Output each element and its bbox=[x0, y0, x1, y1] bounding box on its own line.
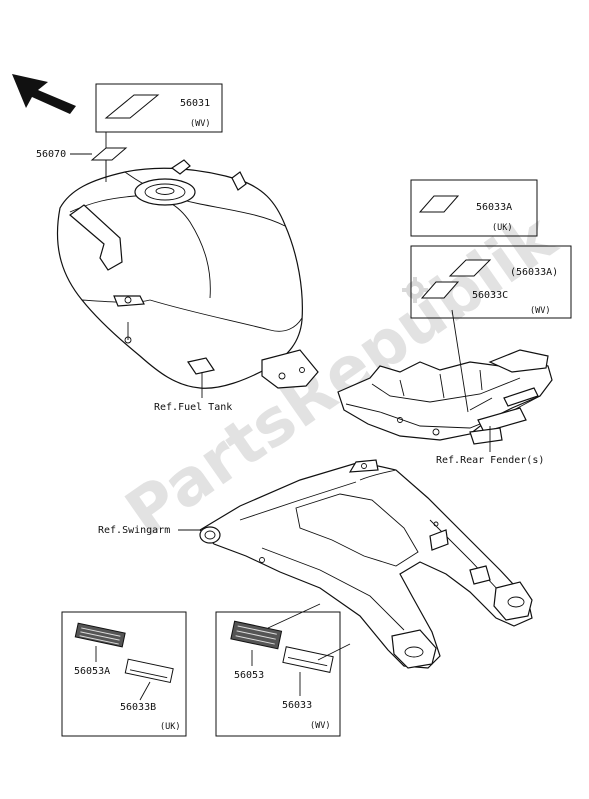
decal-56033A-wv bbox=[448, 259, 492, 277]
arrow-up-left-icon bbox=[12, 74, 76, 114]
label-56033A-uk: 56033A bbox=[476, 202, 512, 213]
fuel-tank bbox=[56, 159, 319, 389]
label-ref-fuel-tank: Ref.Fuel Tank bbox=[154, 402, 232, 413]
callout-uk-bottom: 56053A 56033B (UK) bbox=[61, 611, 187, 737]
label-56033B: 56033B bbox=[120, 702, 156, 713]
callout-wv-bottom: 56053 56033 (WV) bbox=[215, 603, 351, 737]
callout-ref-swingarm: Ref.Swingarm bbox=[98, 525, 200, 536]
swingarm bbox=[199, 459, 533, 669]
callout-ref-fuel-tank: Ref.Fuel Tank bbox=[154, 372, 232, 413]
decal-56033 bbox=[282, 646, 334, 673]
callout-56031: 56031 (WV) bbox=[95, 83, 223, 178]
callout-56070: 56070 bbox=[36, 147, 128, 182]
decal-56033A-uk bbox=[418, 195, 460, 213]
decal-56070 bbox=[90, 147, 128, 161]
label-56070: 56070 bbox=[36, 149, 66, 160]
variant-uk-56033A: (UK) bbox=[492, 223, 512, 233]
label-56031: 56031 bbox=[180, 98, 210, 109]
label-ref-rear-fender: Ref.Rear Fender(s) bbox=[436, 455, 544, 466]
label-ref-swingarm: Ref.Swingarm bbox=[98, 525, 170, 536]
decal-56031 bbox=[104, 94, 160, 119]
decal-56033C bbox=[420, 281, 460, 299]
variant-wv-group: (WV) bbox=[530, 306, 550, 316]
variant-wv-56031: (WV) bbox=[190, 119, 210, 129]
variant-wv-bottom: (WV) bbox=[310, 721, 330, 731]
decal-56053A bbox=[74, 622, 126, 648]
callout-56033A-uk: 56033A (UK) bbox=[410, 179, 538, 237]
label-56033A-wv: (56033A) bbox=[510, 267, 558, 278]
decal-56033B bbox=[124, 658, 174, 684]
label-56033C: 56033C bbox=[472, 290, 508, 301]
label-56053: 56053 bbox=[234, 670, 264, 681]
variant-uk-bottom: (UK) bbox=[160, 722, 180, 732]
callout-56033-wv-group: (56033A) 56033C (WV) bbox=[410, 245, 572, 413]
label-56033: 56033 bbox=[282, 700, 312, 711]
callout-ref-rear-fender: Ref.Rear Fender(s) bbox=[436, 426, 544, 466]
decal-56053 bbox=[230, 620, 283, 650]
label-56053A: 56053A bbox=[74, 666, 110, 677]
